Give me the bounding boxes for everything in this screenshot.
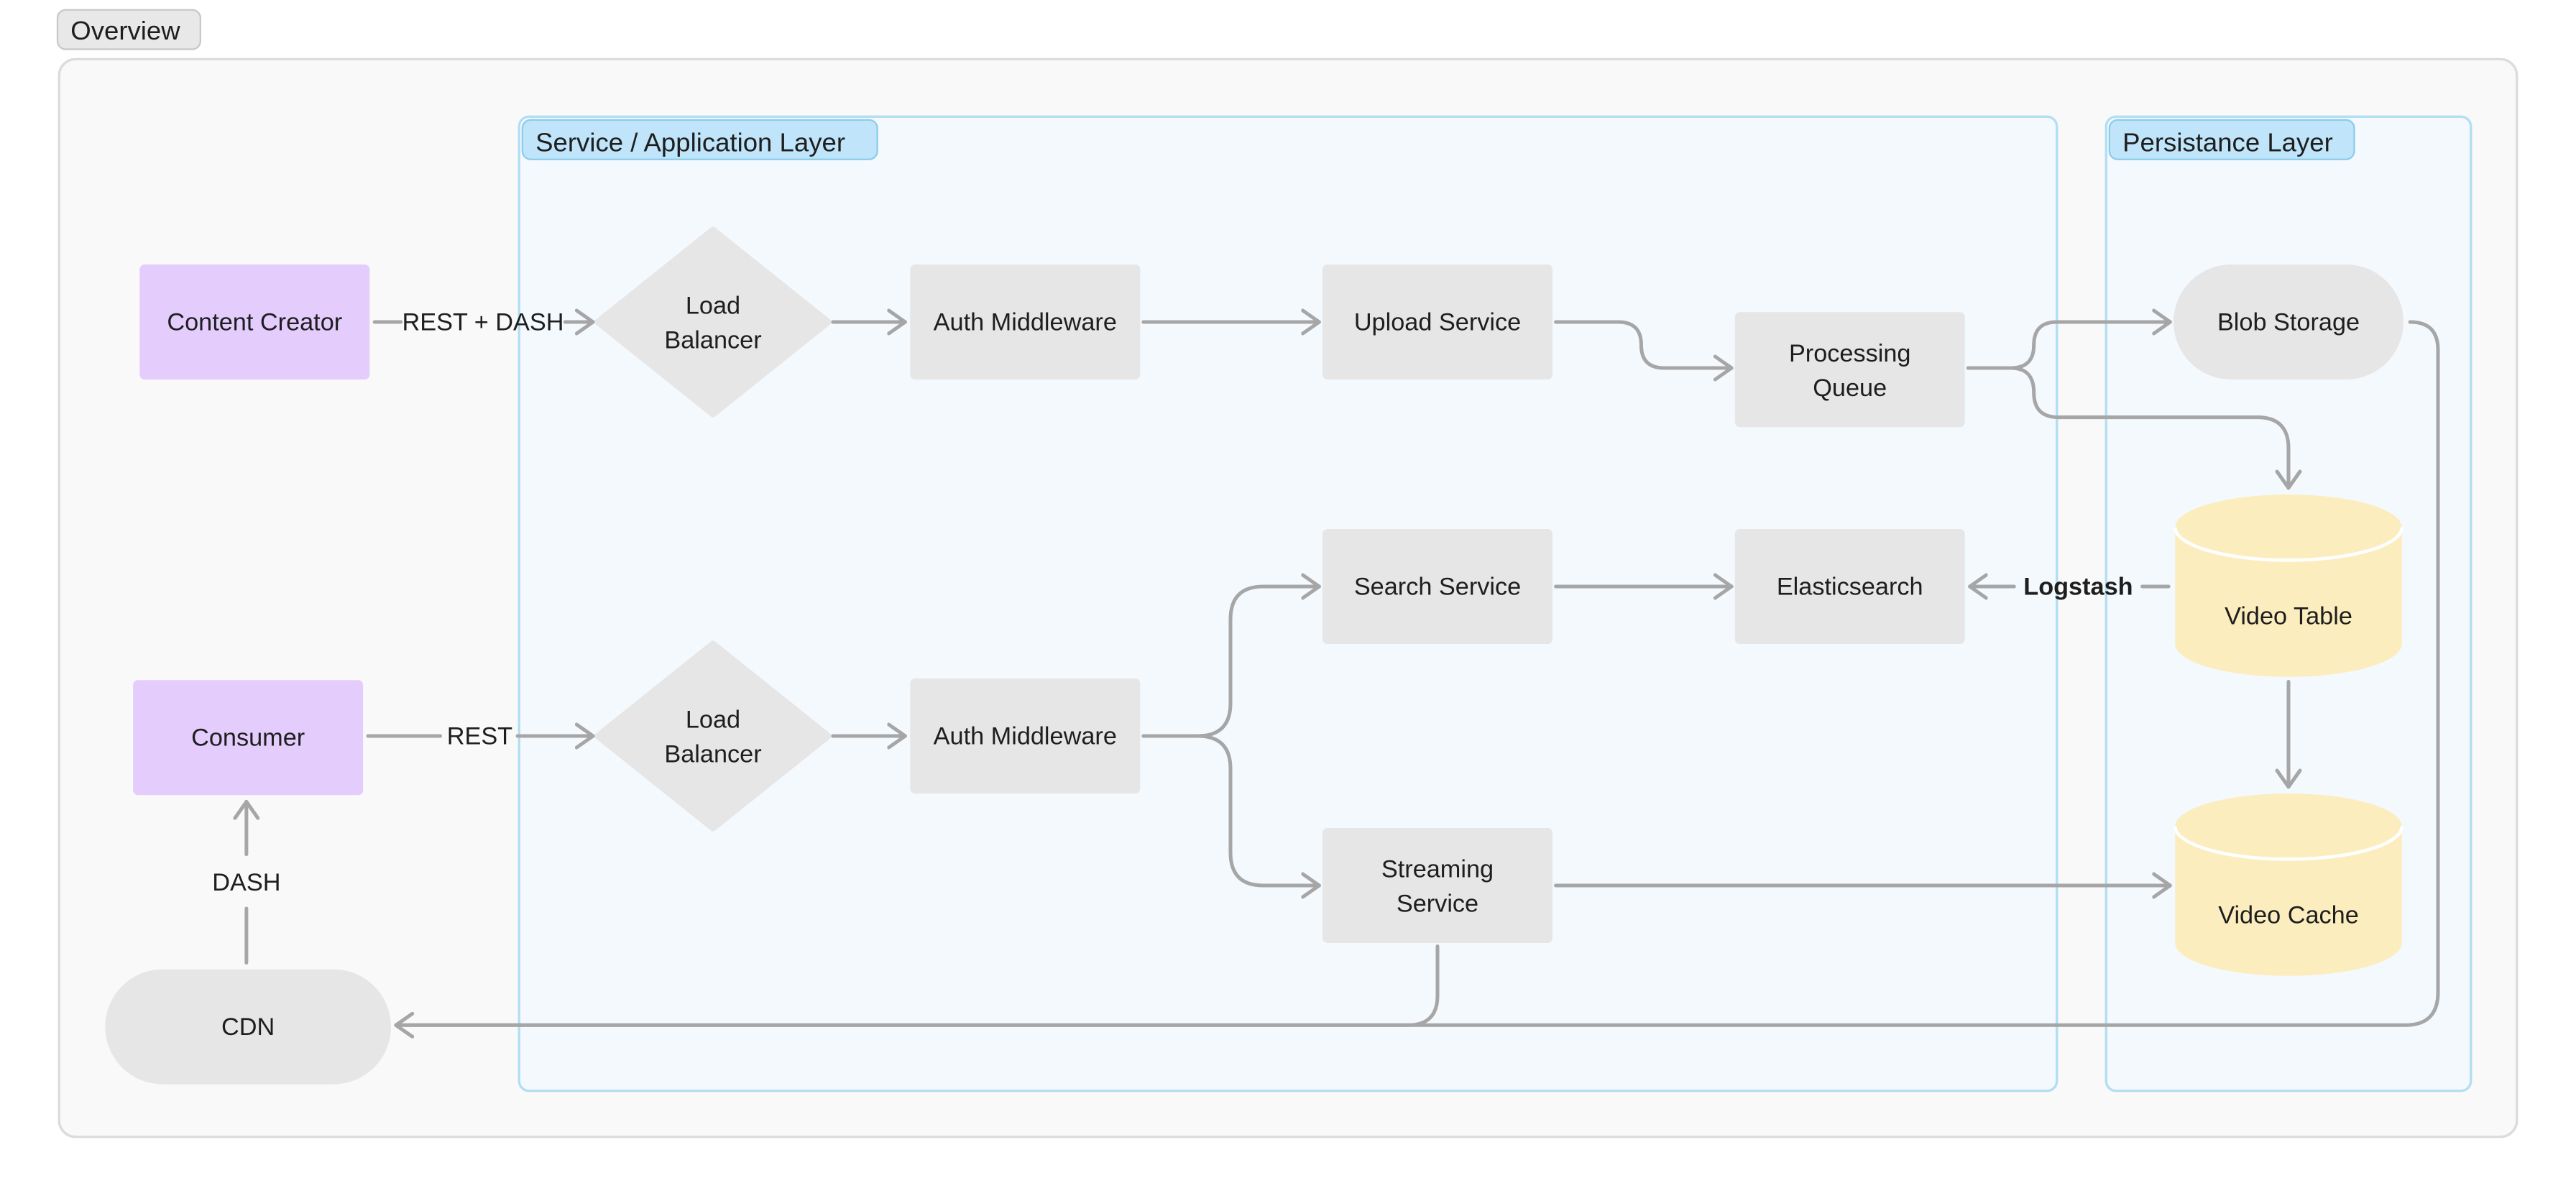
node-label: Content Creator [167,308,342,336]
group-service-layer: Service / Application Layer [518,115,2058,1092]
overview-title: Overview [70,16,180,45]
node-streaming-service[interactable]: Streaming Service [1322,828,1552,943]
node-video-table[interactable]: Video Table [2174,494,2404,677]
node-label-line1: Streaming [1381,856,1494,883]
node-elasticsearch[interactable]: Elasticsearch [1734,529,1965,644]
node-auth-middleware-bottom[interactable]: Auth Middleware [910,678,1141,794]
node-auth-middleware-top[interactable]: Auth Middleware [910,264,1141,380]
node-label: Blob Storage [2217,308,2360,336]
node-label-line2: Balancer [664,327,761,354]
node-video-cache[interactable]: Video Cache [2174,794,2404,976]
node-content-creator[interactable]: Content Creator [139,264,370,380]
node-label: Video Cache [2218,902,2359,929]
node-label: Elasticsearch [1777,573,1923,600]
node-label-line2: Queue [1813,374,1887,402]
node-consumer[interactable]: Consumer [133,680,364,796]
node-label: Upload Service [1354,308,1521,336]
node-label: Auth Middleware [934,722,1117,750]
edge-queue-blob [1966,322,2172,370]
node-label-line1: Load [686,293,740,320]
node-label: Consumer [191,724,305,752]
group-service-title: Service / Application Layer [535,127,845,157]
node-label-line2: Service [1397,891,1478,918]
node-label: CDN [221,1013,275,1041]
node-search-service[interactable]: Search Service [1322,529,1552,644]
overview-tab[interactable]: Overview [56,9,201,50]
node-label-line1: Load [686,707,740,734]
node-label: Search Service [1354,573,1521,600]
edge-label-dash: DASH [212,869,280,896]
node-upload-service[interactable]: Upload Service [1322,264,1552,380]
node-label: Auth Middleware [934,308,1117,336]
group-persistence-title: Persistance Layer [2122,127,2333,157]
node-processing-queue[interactable]: Processing Queue [1734,312,1965,428]
node-label: Video Table [2225,603,2352,630]
edge-label-rest: REST [447,722,512,750]
node-load-balancer-top[interactable]: Load Balancer [594,226,832,418]
node-blob-storage[interactable]: Blob Storage [2174,264,2404,380]
edge-label-logstash: Logstash [2023,573,2133,600]
edge-queue-videotable [1966,366,2288,490]
edge-auth-search [1141,586,1321,738]
node-load-balancer-bottom[interactable]: Load Balancer [594,640,832,832]
edge-upload-queue [1554,320,1734,368]
edge-blob-cdn [394,320,2440,1027]
node-label-line1: Processing [1789,340,1911,367]
node-cdn[interactable]: CDN [105,969,392,1085]
edge-auth-streaming [1141,734,1321,886]
edge-label-rest-dash: REST + DASH [402,308,564,336]
node-label-line2: Balancer [664,741,761,768]
